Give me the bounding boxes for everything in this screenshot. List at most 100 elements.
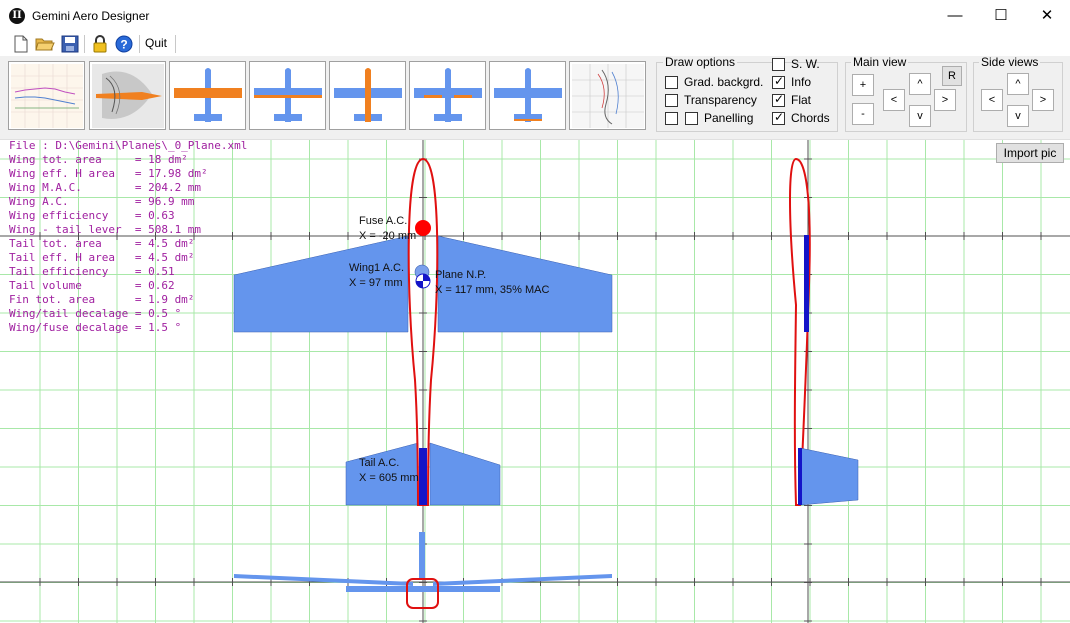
window-title: Gemini Aero Designer <box>32 9 150 23</box>
main-view-down-button[interactable]: v <box>909 105 931 127</box>
new-file-icon[interactable] <box>11 34 31 54</box>
zoom-in-button[interactable]: + <box>852 74 874 96</box>
plane-top-orange-fuse-icon <box>334 68 402 122</box>
chords-checkbox[interactable]: ✓ <box>772 111 785 125</box>
drawing-canvas[interactable] <box>0 140 1070 623</box>
minimize-button[interactable]: — <box>947 7 963 24</box>
front-left-wing[interactable] <box>234 574 413 586</box>
info-line: Fin tot. area = 1.9 dm² <box>9 293 195 306</box>
sw-label: S. W. <box>791 57 820 71</box>
info-line: Wing efficiency = 0.63 <box>9 209 175 222</box>
wing-ac-value: X = 97 mm <box>349 277 403 289</box>
wing-ac-title: Wing1 A.C. <box>349 262 405 274</box>
lock-icon[interactable] <box>90 34 110 54</box>
info-line: Tail eff. H area = 4.5 dm² <box>9 251 195 264</box>
panelling-label: Panelling <box>704 111 754 125</box>
grad-background-checkbox[interactable] <box>665 76 678 89</box>
view-btn-overlay-pic[interactable] <box>569 61 646 130</box>
side-view-up-button[interactable]: ^ <box>1007 73 1029 95</box>
plane-np-title: Plane N.P. <box>435 269 487 281</box>
toolbar-separator <box>175 35 176 53</box>
info-line: Wing M.A.C. = 204.2 mm <box>9 181 202 194</box>
overlay-picture-thumbnail-icon <box>572 64 644 128</box>
fin-chord-mark <box>419 448 427 505</box>
side-fin-chord <box>798 448 802 505</box>
info-line: Wing - tail lever = 508.1 mm <box>9 223 202 236</box>
front-right-wing[interactable] <box>433 574 612 586</box>
plane-top-orange-wing-icon <box>174 68 242 122</box>
main-view-right-button[interactable]: > <box>934 89 956 111</box>
panelling-extra-checkbox[interactable] <box>665 112 678 125</box>
close-button[interactable]: ✕ <box>1040 7 1054 24</box>
info-checkbox[interactable]: ✓ <box>772 74 785 89</box>
draw-options-group <box>656 62 838 132</box>
help-icon[interactable]: ? <box>114 34 134 54</box>
open-folder-icon[interactable] <box>35 34 55 54</box>
options-ribbon: Draw options Grad. backgrd. Transparency… <box>0 56 1070 140</box>
plane-top-orange-flaps-icon <box>414 68 482 122</box>
left-wing-panel[interactable] <box>233 235 409 333</box>
fuse-ac-value: X = -20 mm <box>359 230 417 242</box>
quit-button[interactable]: Quit <box>145 36 168 50</box>
info-line: Tail tot. area = 4.5 dm² <box>9 237 195 250</box>
zoom-out-button[interactable]: - <box>852 103 874 125</box>
main-view-reset-button[interactable]: R <box>942 66 962 86</box>
right-tail-panel[interactable] <box>429 442 501 506</box>
maximize-button[interactable]: ☐ <box>994 7 1008 24</box>
toolbar: ? Quit <box>0 32 1070 56</box>
view-btn-top-orange-tips[interactable] <box>249 61 326 130</box>
fuse-ac-title: Fuse A.C. <box>359 215 408 227</box>
front-fin[interactable] <box>419 532 425 580</box>
side-picture-thumbnail-icon <box>92 64 164 128</box>
toolbar-separator <box>84 35 85 53</box>
flat-checkbox[interactable]: ✓ <box>772 92 785 107</box>
info-line: Wing/fuse decalage = 1.5 ° <box>9 321 182 334</box>
grad-background-label: Grad. backgrd. <box>684 75 764 89</box>
toolbar-separator <box>139 35 140 53</box>
sw-checkbox[interactable] <box>772 58 785 71</box>
front-fuselage-outline[interactable] <box>406 578 439 609</box>
main-view-up-button[interactable]: ^ <box>909 73 931 95</box>
view-btn-top-orange-fuse[interactable] <box>329 61 406 130</box>
svg-text:?: ? <box>120 38 127 52</box>
neutral-point-marker <box>415 273 431 289</box>
info-line: Wing tot. area = 18 dm² <box>9 153 188 166</box>
fuse-ac-marker <box>415 220 431 236</box>
transparency-checkbox[interactable] <box>665 94 678 107</box>
info-file-line: File : D:\Gemini\Planes\_0_Plane.xml <box>9 139 248 152</box>
info-check: ✓ <box>774 74 785 88</box>
info-line: Tail efficiency = 0.51 <box>9 265 175 278</box>
plane-top-orange-tips-icon <box>254 68 322 122</box>
view-btn-top-orange-wing[interactable] <box>169 61 246 130</box>
flat-label: Flat <box>791 93 812 107</box>
save-disk-icon[interactable] <box>60 34 80 54</box>
title-bar: II Gemini Aero Designer — ☐ ✕ <box>0 0 1070 32</box>
plane-np-value: X = 117 mm, 35% MAC <box>435 284 550 296</box>
info-label: Info <box>791 75 812 89</box>
transparency-label: Transparency <box>684 93 757 107</box>
graph-thumbnail-icon <box>11 64 83 128</box>
view-btn-graph[interactable] <box>8 61 85 130</box>
tail-ac-value: X = 605 mm <box>359 472 419 484</box>
front-tail[interactable] <box>346 586 500 592</box>
side-view-left-button[interactable]: < <box>981 89 1003 111</box>
view-btn-top-orange-ailerons[interactable] <box>489 61 566 130</box>
side-view-right-button[interactable]: > <box>1032 89 1054 111</box>
info-line: Tail volume = 0.62 <box>9 279 175 292</box>
info-line: Wing eff. H area = 17.98 dm² <box>9 167 208 180</box>
flat-check: ✓ <box>774 92 785 106</box>
import-pic-button[interactable]: Import pic <box>996 143 1064 163</box>
side-views-title: Side views <box>979 55 1041 69</box>
right-wing-panel[interactable] <box>437 235 613 333</box>
plane-top-orange-ailerons-icon <box>494 68 562 122</box>
info-line: Wing/tail decalage = 0.5 ° <box>9 307 182 320</box>
view-btn-side-pic[interactable] <box>89 61 166 130</box>
side-view-down-button[interactable]: v <box>1007 105 1029 127</box>
main-view-left-button[interactable]: < <box>883 89 905 111</box>
draw-options-title: Draw options <box>663 55 738 69</box>
side-wing-chord <box>804 235 809 332</box>
view-btn-top-orange-flaps[interactable] <box>409 61 486 130</box>
panelling-checkbox[interactable] <box>685 112 698 125</box>
